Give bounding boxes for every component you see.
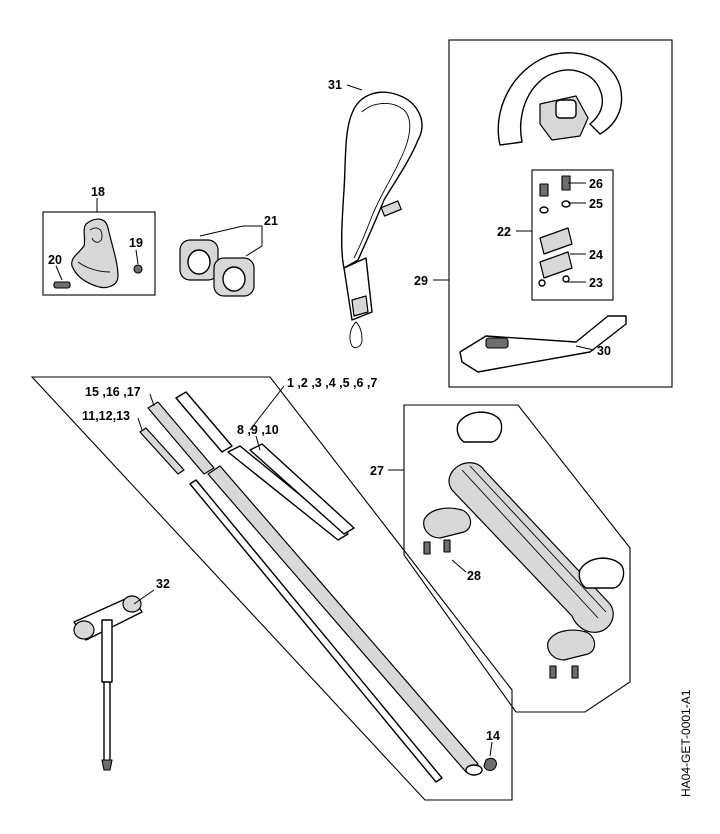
label-26: 26 bbox=[589, 177, 603, 191]
label-29: 29 bbox=[414, 274, 428, 288]
label-19: 19 bbox=[129, 236, 143, 250]
leader-21 bbox=[199, 225, 263, 257]
label-22: 22 bbox=[497, 225, 511, 239]
label-21: 21 bbox=[264, 214, 278, 228]
leader-11-13 bbox=[137, 417, 143, 431]
support-handle-illustration bbox=[423, 411, 625, 679]
label-28: 28 bbox=[467, 569, 481, 583]
label-15-17: 15 ,16 ,17 bbox=[85, 385, 141, 399]
label-24: 24 bbox=[589, 248, 603, 262]
label-30: 30 bbox=[597, 344, 611, 358]
label-27: 27 bbox=[370, 464, 384, 478]
leader-14 bbox=[489, 741, 493, 757]
group-box-1-7 bbox=[30, 376, 513, 801]
label-31: 31 bbox=[328, 78, 342, 92]
label-1-7: 1 ,2 ,3 ,4 ,5 ,6 ,7 bbox=[287, 376, 377, 390]
throttle-trigger-illustration bbox=[53, 218, 143, 289]
label-14: 14 bbox=[486, 729, 500, 743]
leader-15-17 bbox=[149, 393, 155, 407]
shoulder-strap-illustration bbox=[340, 91, 423, 349]
drive-tube-illustration bbox=[139, 391, 497, 783]
leader-28 bbox=[451, 559, 467, 573]
label-32: 32 bbox=[156, 577, 170, 591]
group-box-29 bbox=[448, 39, 673, 388]
group-box-27 bbox=[403, 404, 631, 713]
group-box-22 bbox=[531, 169, 614, 301]
leader-31 bbox=[346, 84, 363, 91]
combination-wrench-illustration bbox=[73, 595, 143, 771]
clamp-illustration bbox=[179, 239, 255, 297]
loop-handle-illustration bbox=[497, 52, 623, 146]
leader-1-7 bbox=[249, 385, 285, 431]
label-8-10: 8 ,9 ,10 bbox=[237, 423, 279, 437]
label-20: 20 bbox=[48, 253, 62, 267]
group-box-18 bbox=[42, 211, 156, 296]
leader-30 bbox=[575, 345, 595, 351]
leader-20 bbox=[55, 265, 63, 281]
document-id: HA04-GET-0001-A1 bbox=[679, 689, 693, 797]
label-11-13: 11,12,13 bbox=[82, 409, 130, 423]
leader-8-10 bbox=[255, 435, 261, 451]
label-23: 23 bbox=[589, 276, 603, 290]
bracket-hardware-illustration bbox=[538, 175, 573, 287]
leader-19 bbox=[135, 249, 139, 265]
label-25: 25 bbox=[589, 197, 603, 211]
handle-bar-illustration bbox=[459, 315, 627, 373]
leader-32 bbox=[133, 589, 155, 605]
label-18: 18 bbox=[91, 185, 105, 199]
